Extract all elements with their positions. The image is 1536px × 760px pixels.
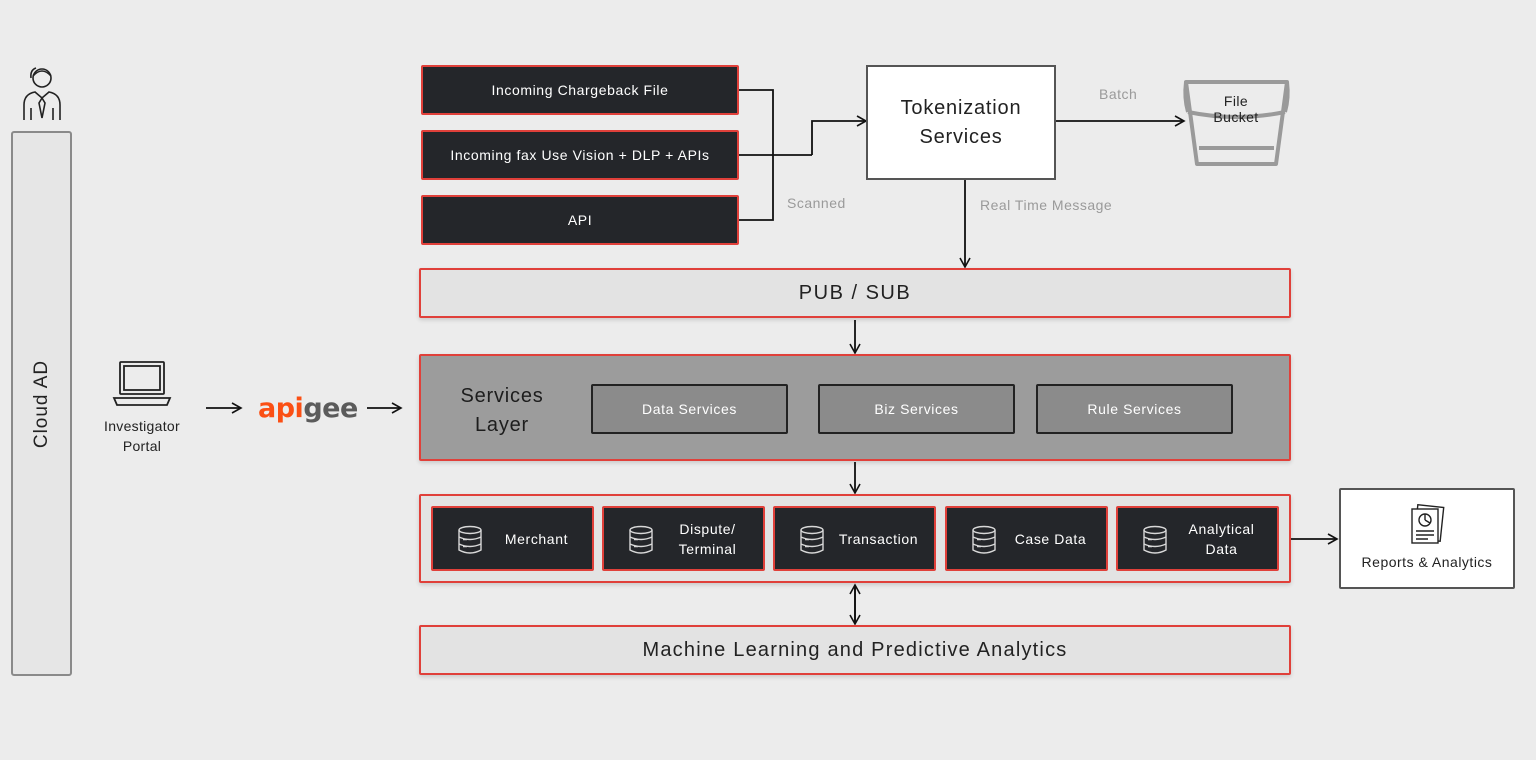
services-layer-title-line1: Services	[460, 385, 544, 407]
biz-services-box: Biz Services	[818, 384, 1015, 434]
portal-label-line1: Investigator	[104, 418, 180, 434]
portal-label-line2: Portal	[122, 438, 162, 454]
incoming-chargeback-file-box: Incoming Chargeback File	[421, 65, 739, 115]
services-layer-title: Services Layer	[440, 382, 564, 440]
merchant-label-line1: Merchant	[504, 530, 569, 547]
database-icon	[1143, 525, 1167, 554]
file-bucket-line1: File	[1223, 93, 1249, 109]
dispute-label-line2: Terminal	[678, 540, 737, 557]
analytical-label-line1: Analytical	[1188, 520, 1255, 537]
cloud-ad-label: Cloud AD	[30, 359, 52, 448]
database-icon	[800, 525, 824, 554]
to-tokenization-arrow	[811, 115, 868, 155]
case-data-label-line1: Case Data	[1014, 530, 1087, 547]
tokenization-line2: Services	[919, 125, 1003, 148]
merchant-store: Merchant	[431, 506, 594, 571]
machine-learning-bar: Machine Learning and Predictive Analytic…	[419, 625, 1291, 675]
analytical-label-line2: Data	[1205, 540, 1238, 557]
tokenization-services-box: Tokenization Services	[866, 65, 1056, 180]
analytical-data-label: Analytical Data	[1170, 508, 1273, 569]
transaction-label: Transaction	[827, 508, 930, 569]
merchant-label: Merchant	[485, 508, 588, 569]
reports-analytics-label: Reports & Analytics	[1361, 554, 1493, 570]
real-time-message-label: Real Time Message	[980, 197, 1113, 213]
dispute-terminal-label: Dispute/ Terminal	[656, 508, 759, 569]
cloud-ad-panel: Cloud AD	[11, 131, 72, 676]
api-box: API	[421, 195, 739, 245]
tokenization-line1: Tokenization	[900, 96, 1022, 119]
database-icon	[629, 525, 653, 554]
file-bucket-label: File Bucket	[1196, 93, 1276, 125]
incoming-fax-box: Incoming fax Use Vision + DLP + APIs	[421, 130, 739, 180]
case-data-store: Case Data	[945, 506, 1108, 571]
pubsub-bar: PUB / SUB	[419, 268, 1291, 318]
reports-analytics-box: Reports & Analytics	[1339, 488, 1515, 589]
batch-label: Batch	[1099, 86, 1138, 102]
database-icon	[458, 525, 482, 554]
report-chart-icon	[1411, 504, 1445, 544]
scanned-label: Scanned	[787, 195, 846, 211]
apigee-logo-part1: api	[258, 392, 304, 424]
user-tie-icon	[23, 67, 61, 120]
bucket-icon	[1183, 80, 1290, 166]
apigee-logo-part2: gee	[303, 392, 358, 424]
analytical-data-store: Analytical Data	[1116, 506, 1279, 571]
investigator-portal-label: Investigator Portal	[92, 416, 192, 456]
database-icon	[972, 525, 996, 554]
laptop-icon	[112, 361, 172, 406]
transaction-store: Transaction	[773, 506, 936, 571]
case-data-label: Case Data	[999, 508, 1102, 569]
rule-services-box: Rule Services	[1036, 384, 1233, 434]
transaction-label-line1: Transaction	[838, 530, 919, 547]
services-layer-title-line2: Layer	[474, 414, 530, 436]
file-bucket-line2: Bucket	[1213, 109, 1259, 125]
dispute-label-line1: Dispute/	[679, 520, 736, 537]
data-services-box: Data Services	[591, 384, 788, 434]
dispute-terminal-store: Dispute/ Terminal	[602, 506, 765, 571]
